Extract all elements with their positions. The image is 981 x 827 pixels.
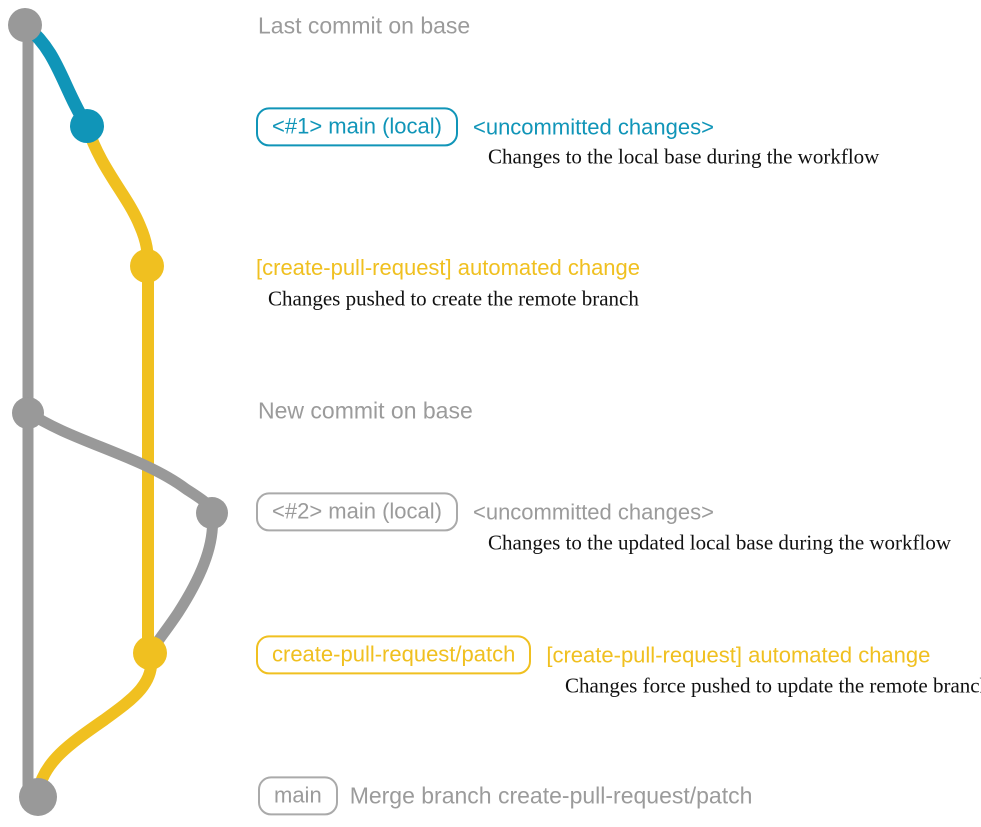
patch-branch-row: create-pull-request/patch [create-pull-r… bbox=[256, 635, 931, 675]
automated-change-1-heading: [create-pull-request] automated change bbox=[256, 255, 641, 280]
new-commit-label: New commit on base bbox=[258, 397, 473, 424]
uncommitted-changes-2-heading: <uncommitted changes> bbox=[472, 499, 714, 524]
commit-node-local-main-2 bbox=[196, 497, 228, 529]
patch-merge-curve bbox=[32, 647, 158, 798]
commit-node-patch-2 bbox=[133, 636, 167, 670]
local-main-1-row: <#1> main (local) <uncommitted changes> bbox=[256, 107, 714, 147]
patch-branch-line bbox=[81, 120, 154, 659]
local-main-2-badge: <#2> main (local) bbox=[256, 492, 458, 532]
commit-node-local-main-1 bbox=[70, 109, 104, 143]
main-badge: main bbox=[258, 776, 338, 816]
merge-label: Merge branch create-pull-request/patch bbox=[349, 782, 753, 809]
local-main-1-badge: <#1> main (local) bbox=[256, 107, 458, 147]
automated-change-2-heading: [create-pull-request] automated change bbox=[546, 642, 931, 667]
commit-node-last-base bbox=[8, 8, 42, 42]
local-main-2-curve bbox=[22, 406, 219, 658]
automated-change-2-caption: Changes force pushed to update the remot… bbox=[565, 673, 981, 698]
uncommitted-changes-1-caption: Changes to the local base during the wor… bbox=[488, 144, 880, 169]
uncommitted-changes-2-caption: Changes to the updated local base during… bbox=[488, 530, 952, 555]
commit-node-merge bbox=[19, 778, 57, 816]
merge-row: main Merge branch create-pull-request/pa… bbox=[258, 776, 753, 816]
local-main-1-curve bbox=[20, 20, 94, 133]
patch-branch-badge: create-pull-request/patch bbox=[256, 635, 532, 675]
local-main-2-row: <#2> main (local) <uncommitted changes> bbox=[256, 492, 714, 532]
automated-change-1-caption: Changes pushed to create the remote bran… bbox=[268, 286, 639, 311]
commit-node-new-base bbox=[12, 397, 44, 429]
uncommitted-changes-1-heading: <uncommitted changes> bbox=[472, 114, 714, 139]
last-commit-label: Last commit on base bbox=[258, 12, 471, 39]
commit-node-patch-1 bbox=[130, 249, 164, 283]
commit-graph bbox=[8, 8, 228, 816]
